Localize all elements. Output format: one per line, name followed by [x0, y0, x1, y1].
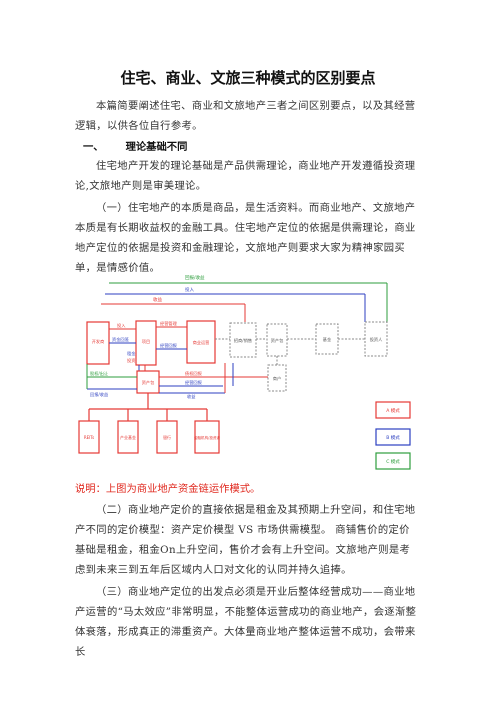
- intro-paragraph: 本篇简要阐述住宅、商业和文旅地产三者之间区别要点，以及其经营逻辑，以供各位自行参…: [75, 100, 416, 132]
- svg-text:资产包: 资产包: [271, 337, 284, 344]
- box-business: [186, 320, 216, 364]
- paragraph-2: （一）住宅地产的本质是商品，是生活资料。而商业地产、文旅地产本质是有长期收益权的…: [75, 202, 416, 274]
- svg-text:投入: 投入: [117, 322, 126, 329]
- svg-text:基金: 基金: [323, 336, 332, 342]
- svg-text:经营回报: 经营回报: [160, 342, 178, 349]
- svg-text:银行: 银行: [163, 434, 171, 440]
- paragraph-3: （二）商业地产定价的直接依据是租金及其预期上升空间，和住宅地产不同的定价模型：资…: [75, 504, 416, 576]
- svg-text:商户: 商户: [273, 375, 281, 382]
- box-asset-pack: [266, 323, 288, 357]
- section-title: 理论基础不同: [125, 141, 188, 153]
- svg-text:资金回笼: 资金回笼: [112, 336, 130, 343]
- svg-text:金融机构/投资者: 金融机构/投资者: [194, 435, 221, 440]
- box-reits: [78, 420, 100, 454]
- legend-b: [375, 428, 411, 446]
- box-bank: [156, 420, 178, 454]
- box-industry-fund: [117, 420, 139, 454]
- svg-text:REITs: REITs: [84, 435, 94, 440]
- svg-text:投资人: 投资人: [370, 336, 383, 343]
- paragraph-1: 住宅地产开发的理论基础是产品供需理论，商业地产开发遵循投资理论,文旅地产则是审美…: [75, 160, 416, 192]
- svg-text:招商/销售: 招商/销售: [234, 337, 252, 344]
- svg-text:租金: 租金: [127, 350, 136, 357]
- svg-text:A 模式: A 模式: [386, 407, 400, 414]
- svg-text:经营管理: 经营管理: [160, 320, 178, 327]
- label-revenue: 收益: [153, 296, 162, 303]
- svg-text:产业基金: 产业基金: [120, 434, 136, 440]
- section-heading: 一、 理论基础不同: [83, 138, 187, 153]
- box-financial-institution: [194, 420, 220, 454]
- svg-text:商业运营: 商业运营: [193, 339, 210, 346]
- svg-text:投资: 投资: [127, 357, 135, 364]
- svg-text:B 模式: B 模式: [386, 434, 400, 441]
- svg-text:资产包: 资产包: [142, 379, 155, 386]
- section-number: 一、: [83, 141, 104, 153]
- svg-text:回报/收益: 回报/收益: [90, 391, 108, 398]
- legend-c: [375, 452, 411, 470]
- svg-text:项目: 项目: [142, 339, 150, 345]
- svg-text:债权回报: 债权回报: [185, 370, 203, 377]
- svg-text:股权/出让: 股权/出让: [90, 370, 108, 377]
- svg-text:开发商: 开发商: [92, 338, 105, 345]
- svg-text:C 模式: C 模式: [386, 458, 400, 465]
- box-investor: [364, 321, 388, 357]
- legend-a: [375, 401, 411, 419]
- fund-chain-diagram: 回报/收益 投入 收益 开发商 项目 投入 资金回笼 商业运营 经营管理 经营回…: [78, 274, 411, 470]
- label-top-return: 回报/收益: [185, 274, 205, 281]
- svg-text:经营回报: 经营回报: [185, 379, 203, 386]
- paragraph-4: （三）商业地产定位的出发点必须是开业后整体经营成功——商业地产运营的“马太效应”…: [75, 586, 417, 658]
- document-title: 住宅、商业、文旅三种模式的区别要点: [120, 69, 376, 87]
- diagram-caption: 说明：上图为商业地产资金链运作模式。: [75, 483, 261, 495]
- svg-text:收益: 收益: [187, 393, 195, 400]
- box-sales: [229, 322, 257, 358]
- label-investment: 投入: [185, 286, 194, 293]
